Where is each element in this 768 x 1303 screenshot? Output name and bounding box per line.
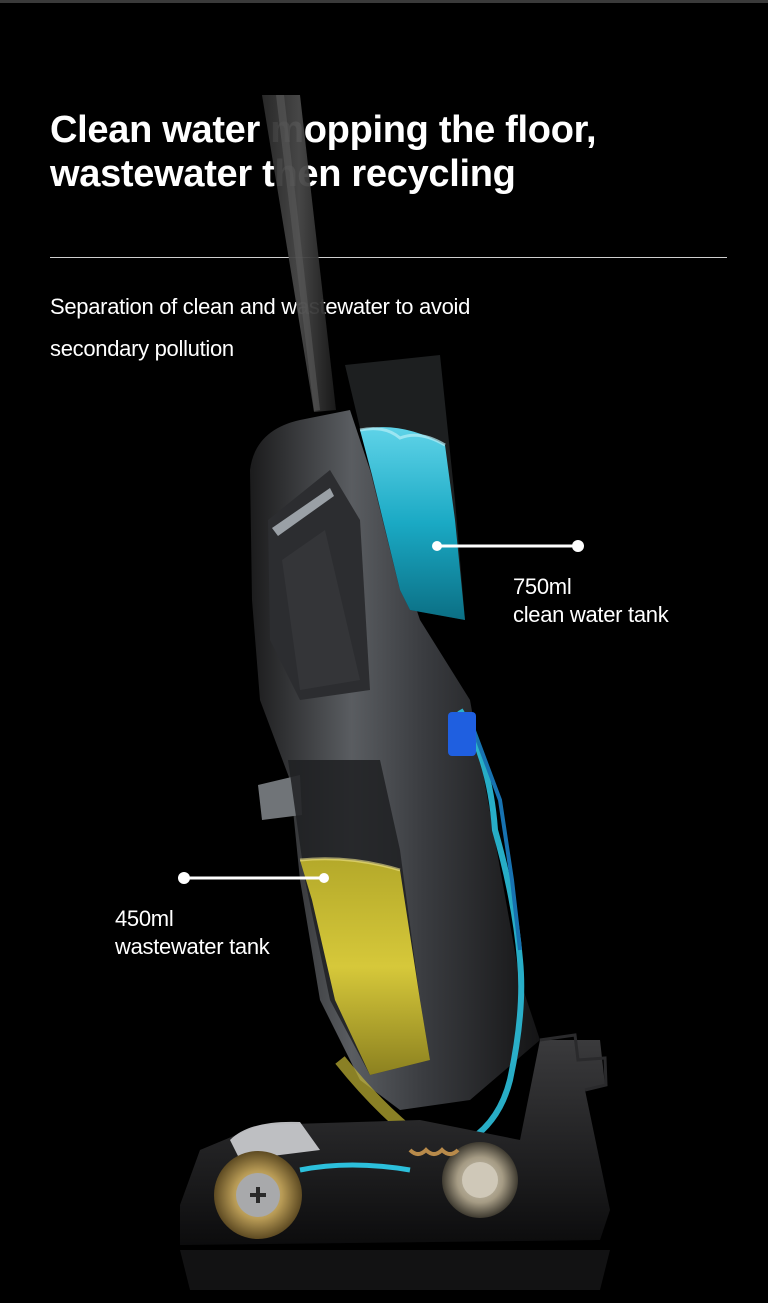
callout-wastewater-tank: 450ml wastewater tank [115,905,270,961]
vent-grille [282,530,360,690]
pump-unit [448,712,476,756]
handle-pole [262,95,336,412]
clean-tank-volume: 750ml [513,574,572,599]
headline-line-1: Clean water mopping the floor, [50,109,597,151]
callout-clean-water-tank: 750ml clean water tank [513,573,669,629]
waste-tank-volume: 450ml [115,906,174,931]
waste-tank-label: wastewater tank [115,934,270,959]
floor-head [180,1033,610,1245]
subtext-line-2: secondary pollution [50,336,234,361]
subtext-line-1: Separation of clean and wastewater to av… [50,294,471,319]
clean-water-tank [345,355,465,620]
subtext: Separation of clean and wastewater to av… [50,286,690,370]
top-strip [0,0,768,3]
callout-wastewater-line [178,872,329,884]
clean-tank-label: clean water tank [513,602,669,627]
divider [50,257,727,258]
floor-reflection [180,1250,610,1290]
wastewater-tank [288,760,430,1145]
callout-clean-water-line [432,540,584,552]
water-tubing [319,708,525,1168]
